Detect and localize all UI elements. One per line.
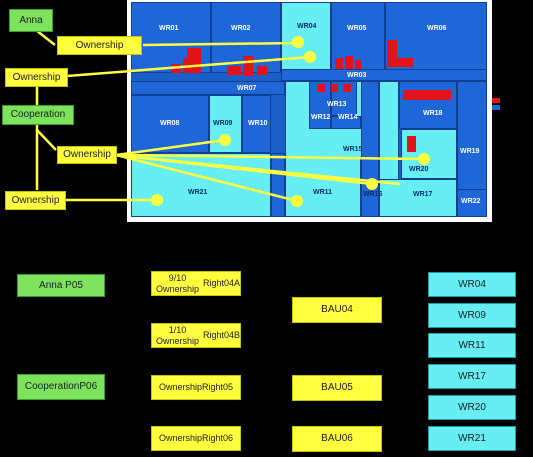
label-wr15: WR15 [343, 146, 363, 153]
building [343, 84, 351, 92]
building [257, 66, 267, 75]
legend-parcel-label: parcel [502, 104, 516, 110]
building [387, 58, 413, 67]
building [187, 48, 201, 73]
parcel-wr03[interactable] [281, 69, 487, 81]
unit-wr11[interactable]: WR11 [428, 333, 516, 358]
building [355, 60, 361, 69]
map-legend: Object: building parcel [492, 90, 519, 111]
building [243, 56, 253, 76]
label-wr14: WR14 [338, 114, 358, 121]
label-wr21: WR21 [188, 189, 208, 196]
cadastral-map: WR01 WR02 WR04 WR05 WR06 WR03 WR07 WR08 … [131, 2, 487, 217]
legend-building-label: building [502, 97, 520, 103]
legend-building: building [492, 97, 519, 103]
building [345, 56, 353, 69]
label-wr03: WR03 [347, 72, 367, 79]
parcel-wr17-south [379, 179, 457, 217]
label-wr05: WR05 [347, 25, 367, 32]
legend-parcel: parcel [492, 104, 519, 110]
parcel-wr10[interactable] [242, 95, 271, 153]
label-wr16: WR16 [363, 191, 383, 198]
line-cooperation-ownership [36, 129, 57, 151]
building [171, 64, 181, 73]
building [387, 40, 397, 67]
building [403, 90, 451, 100]
parcel-swatch [492, 104, 500, 110]
label-wr20: WR20 [409, 166, 429, 173]
label-wr13: WR13 [327, 101, 347, 108]
parcel-wr21-annex [271, 153, 285, 217]
callout-ownership-top[interactable]: Ownership [57, 36, 142, 55]
label-wr18: WR18 [423, 110, 443, 117]
label-wr10: WR10 [248, 120, 268, 127]
unit-wr09[interactable]: WR09 [428, 303, 516, 328]
parcel-wr22[interactable] [457, 189, 487, 217]
callout-cooperation[interactable]: Cooperation [2, 105, 74, 125]
building [317, 84, 325, 92]
label-wr02: WR02 [231, 25, 251, 32]
unit-wr20[interactable]: WR20 [428, 395, 516, 420]
legend-title: Object: [492, 90, 510, 96]
label-wr09: WR09 [213, 120, 233, 127]
parcel-wr07[interactable] [131, 81, 285, 95]
label-wr11: WR11 [313, 189, 333, 196]
label-wr12: WR12 [311, 114, 331, 121]
parcel-wr04[interactable] [281, 2, 331, 73]
bau04[interactable]: BAU04 [292, 297, 382, 323]
unit-wr04[interactable]: WR04 [428, 272, 516, 297]
label-wr22: WR22 [461, 198, 481, 205]
bau05[interactable]: BAU05 [292, 375, 382, 401]
label-wr06: WR06 [427, 25, 447, 32]
label-wr08: WR08 [160, 120, 180, 127]
label-wr01: WR01 [159, 25, 179, 32]
parcel-wr21[interactable] [131, 153, 271, 217]
building [331, 84, 338, 92]
callout-ownership-bottom[interactable]: Ownership [5, 191, 66, 210]
building [407, 136, 416, 152]
label-wr19: WR19 [460, 148, 480, 155]
label-wr07: WR07 [237, 85, 257, 92]
callout-anna[interactable]: Anna [9, 9, 53, 32]
building-swatch [492, 97, 500, 103]
label-wr17: WR17 [413, 191, 433, 198]
parcel-wr18[interactable] [399, 81, 457, 129]
bau06[interactable]: BAU06 [292, 426, 382, 452]
callout-ownership-mid[interactable]: Ownership [5, 68, 68, 87]
building [227, 66, 241, 75]
building [335, 58, 343, 69]
parcel-wr11[interactable] [285, 157, 361, 217]
callout-ownership-right[interactable]: Ownership [57, 146, 117, 164]
parcel-wr12[interactable] [309, 81, 331, 129]
person-anna-p05[interactable]: Anna P05 [17, 274, 105, 297]
parcel-wr14[interactable] [331, 116, 361, 129]
unit-wr21[interactable]: WR21 [428, 426, 516, 451]
unit-wr17[interactable]: WR17 [428, 364, 516, 389]
label-wr04: WR04 [297, 23, 317, 30]
